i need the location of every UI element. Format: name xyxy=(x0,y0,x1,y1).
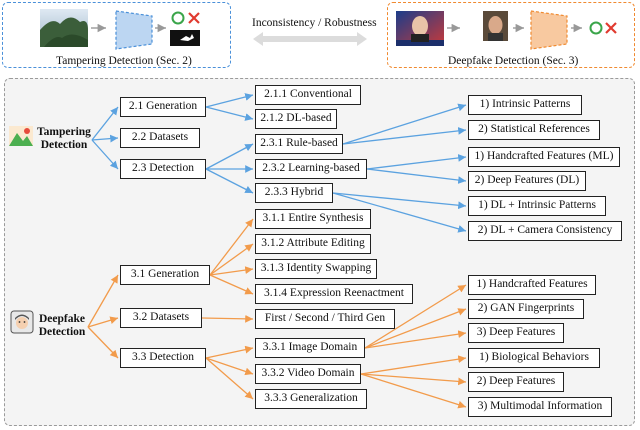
d-section-detection: 3.3 Detection xyxy=(120,348,206,368)
connector-t-section-detection-to-t-sub-rule-based xyxy=(205,143,254,170)
real-circle-icon xyxy=(171,11,185,25)
t-leaf-dl-intrinsic: 1) DL + Intrinsic Patterns xyxy=(468,196,606,216)
connector-tampering-title-to-t-section-generation xyxy=(91,106,119,141)
connector-d-section-detection-to-d-sub-video-domain xyxy=(205,357,254,376)
connector-d-sub-video-domain-to-d-leaf-biological-behaviors xyxy=(360,355,467,375)
connector-d-section-datasets-to-d-sub-dataset-generations xyxy=(201,314,254,323)
d-leaf-gan-fingerprints: 2) GAN Fingerprints xyxy=(468,299,584,319)
t-leaf-statistical-references: 2) Statistical References xyxy=(468,120,600,140)
tampering-mask-thumbnail xyxy=(170,30,200,46)
t-section-detection: 2.3 Detection xyxy=(120,159,206,179)
t-leaf-deep-dl: 2) Deep Features (DL) xyxy=(468,171,586,191)
inconsistency-robustness-arrow xyxy=(253,32,367,46)
connector-d-section-generation-to-d-sub-expression-reenactment xyxy=(209,274,254,295)
fake-cross-icon xyxy=(605,22,617,34)
connector-deepfake-title-to-d-section-generation xyxy=(87,274,119,328)
connector-t-section-detection-to-t-sub-hybrid xyxy=(205,168,254,194)
connector-d-section-generation-to-d-sub-identity-swapping xyxy=(209,266,254,276)
d-leaf-multimodal: 3) Multimodal Information xyxy=(468,397,612,417)
t-leaf-handcrafted-ml: 1) Handcrafted Features (ML) xyxy=(468,147,620,167)
d-section-datasets: 3.2 Datasets xyxy=(120,308,202,328)
d-leaf-handcrafted: 1) Handcrafted Features xyxy=(468,275,596,295)
tampering-icon xyxy=(9,126,33,146)
t-sub-dl-based: 2.1.2 DL-based xyxy=(255,109,337,129)
d-sub-entire-synthesis: 3.1.1 Entire Synthesis xyxy=(255,209,371,229)
t-sub-hybrid: 2.3.3 Hybrid xyxy=(255,183,333,203)
connector-d-section-detection-to-d-sub-generalization xyxy=(205,357,254,400)
tampering-title-line1: Tampering xyxy=(37,126,91,138)
tampering-caption: Tampering Detection (Sec. 2) xyxy=(56,55,192,67)
d-sub-generalization: 3.3.3 Generalization xyxy=(255,389,367,409)
real-circle-icon xyxy=(589,21,603,35)
connector-d-sub-image-domain-to-d-leaf-gan-fingerprints xyxy=(364,308,467,349)
connector-d-sub-video-domain-to-d-leaf-multimodal xyxy=(360,373,467,409)
t-section-generation: 2.1 Generation xyxy=(120,97,206,117)
t-leaf-dl-camera: 2) DL + Camera Consistency xyxy=(468,221,622,241)
connector-d-section-detection-to-d-sub-image-domain xyxy=(205,345,254,359)
connector-t-section-generation-to-t-sub-dl-based xyxy=(205,106,254,121)
connector-t-sub-rule-based-to-t-leaf-statistical-references xyxy=(342,127,467,145)
tampering-sample-image xyxy=(40,9,88,47)
connector-tampering-title-to-t-section-datasets xyxy=(91,134,119,143)
t-section-datasets: 2.2 Datasets xyxy=(120,128,200,148)
connector-t-sub-rule-based-to-t-leaf-intrinsic-patterns xyxy=(342,103,467,145)
connector-tampering-title-to-t-section-detection xyxy=(91,139,119,170)
connector-t-sub-learning-based-to-t-leaf-deep-dl xyxy=(366,168,467,184)
connector-d-section-generation-to-d-sub-entire-synthesis xyxy=(209,218,254,276)
connector-t-section-generation-to-t-sub-conventional xyxy=(205,93,254,108)
deepfake-title: Deepfake Detection xyxy=(34,313,90,339)
t-sub-learning-based: 2.3.2 Learning-based xyxy=(255,159,367,179)
d-sub-dataset-generations: First / Second / Third Gen xyxy=(255,309,395,329)
connector-d-sub-image-domain-to-d-leaf-deep-features-image xyxy=(364,330,467,349)
connector-t-sub-hybrid-to-t-leaf-dl-intrinsic xyxy=(332,192,467,210)
d-section-generation: 3.1 Generation xyxy=(120,265,210,285)
d-leaf-deep-features-video: 2) Deep Features xyxy=(468,372,564,392)
tampering-title: Tampering Detection xyxy=(34,126,94,152)
middle-label: Inconsistency / Robustness xyxy=(252,17,377,29)
d-leaf-biological-behaviors: 1) Biological Behaviors xyxy=(468,348,600,368)
t-leaf-intrinsic-patterns: 1) Intrinsic Patterns xyxy=(468,95,582,115)
overview-graphics xyxy=(40,9,617,50)
deepfake-title-line2: Detection xyxy=(38,326,86,339)
fake-cross-icon xyxy=(188,12,200,24)
t-sub-rule-based: 2.3.1 Rule-based xyxy=(255,134,343,154)
t-sub-conventional: 2.1.1 Conventional xyxy=(255,85,361,105)
d-sub-video-domain: 3.3.2 Video Domain xyxy=(255,364,361,384)
tampering-detector-icon xyxy=(115,10,153,50)
connector-d-sub-video-domain-to-d-leaf-deep-features-video xyxy=(360,373,467,386)
deepfake-icon xyxy=(10,310,34,334)
connector-t-sub-hybrid-to-t-leaf-dl-camera xyxy=(332,192,467,233)
tampering-title-line2: Detection xyxy=(40,139,88,152)
deepfake-detector-icon xyxy=(530,10,568,50)
connector-deepfake-title-to-d-section-detection xyxy=(87,326,119,359)
deepfake-caption: Deepfake Detection (Sec. 3) xyxy=(448,55,579,67)
d-sub-attribute-editing: 3.1.2 Attribute Editing xyxy=(255,234,371,254)
deepfake-title-line1: Deepfake xyxy=(39,313,85,325)
d-sub-image-domain: 3.3.1 Image Domain xyxy=(255,338,365,358)
deepfake-face-image xyxy=(483,11,508,41)
d-leaf-deep-features-image: 3) Deep Features xyxy=(468,323,564,343)
connector-d-sub-image-domain-to-d-leaf-handcrafted xyxy=(364,284,467,349)
connector-deepfake-title-to-d-section-datasets xyxy=(87,316,119,328)
deepfake-source-image xyxy=(396,11,444,46)
d-sub-expression-reenactment: 3.1.4 Expression Reenactment xyxy=(255,284,413,304)
connector-d-section-generation-to-d-sub-attribute-editing xyxy=(209,243,254,276)
connector-t-sub-learning-based-to-t-leaf-handcrafted-ml xyxy=(366,154,467,170)
d-sub-identity-swapping: 3.1.3 Identity Swapping xyxy=(255,259,377,279)
